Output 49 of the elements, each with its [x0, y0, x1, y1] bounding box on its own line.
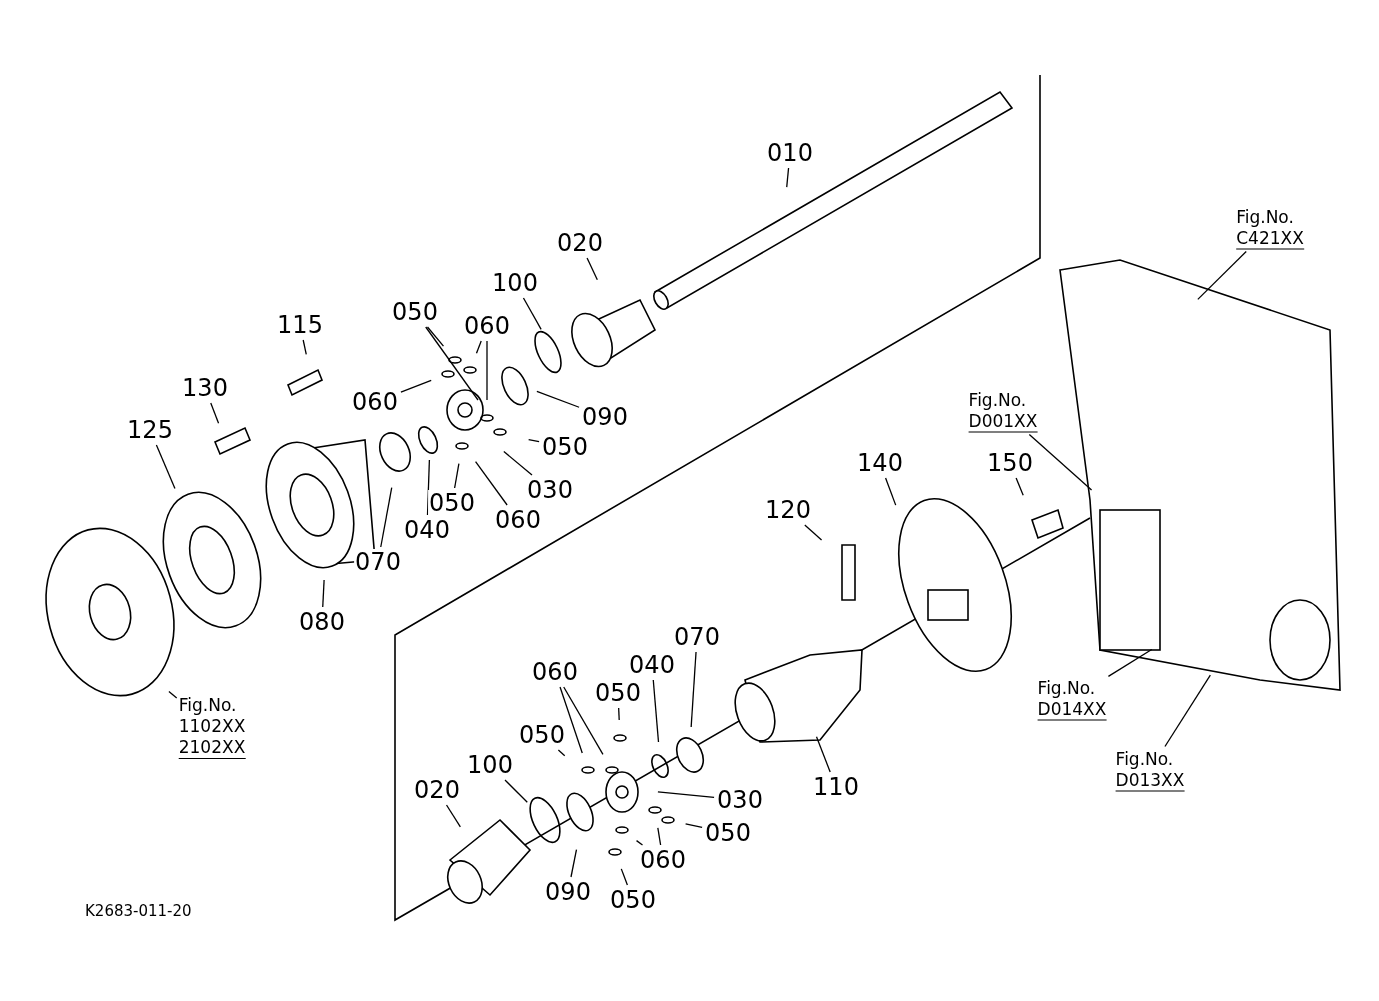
leader-line	[620, 868, 629, 886]
leader-line	[557, 749, 566, 757]
leader-line	[528, 438, 540, 443]
leader-line	[155, 444, 176, 490]
leader-line	[884, 477, 897, 506]
leader-line	[474, 460, 508, 506]
leader-line	[475, 340, 482, 354]
leader-line	[503, 450, 533, 476]
leader-line	[425, 326, 479, 401]
leader-line	[1197, 250, 1247, 300]
leader-line	[804, 524, 823, 541]
leader-line	[815, 736, 831, 773]
leader-line	[454, 463, 460, 489]
leader-line	[559, 686, 583, 754]
leader-line	[1164, 674, 1211, 748]
leader-line	[322, 579, 325, 608]
leader-line	[380, 487, 393, 548]
leader-line	[1028, 433, 1093, 491]
leader-line	[445, 804, 461, 828]
leader-line	[1107, 648, 1153, 678]
leader-line	[618, 707, 620, 721]
leader-line	[426, 326, 445, 347]
leader-line	[570, 849, 578, 878]
leader-line	[786, 167, 790, 188]
leader-line	[1015, 477, 1024, 496]
leader-line	[586, 257, 598, 281]
leader-line	[635, 840, 644, 846]
leader-line	[504, 779, 528, 803]
figure-reference: Fig.No. D013XX	[1115, 748, 1185, 792]
leader-line	[563, 686, 604, 756]
figure-reference: Fig.No. 1102XX 2102XX	[178, 695, 246, 759]
leader-line	[536, 390, 580, 408]
leader-line	[168, 690, 178, 699]
leader-line	[486, 340, 488, 401]
leader-line	[684, 823, 703, 829]
callout-number: 050	[428, 490, 476, 516]
leader-line	[210, 402, 220, 424]
leader-line	[426, 459, 431, 516]
leader-line	[400, 379, 432, 393]
drawing-number: K2683-011-20	[85, 902, 192, 920]
leader-line	[657, 791, 715, 799]
leader-line	[690, 651, 697, 728]
figure-reference: Fig.No. C421XX	[1236, 206, 1304, 250]
leader-line	[657, 827, 662, 846]
leader-line	[302, 339, 307, 356]
leader-line	[652, 679, 660, 743]
figure-reference: Fig.No. D001XX	[968, 389, 1038, 433]
leader-line	[522, 297, 542, 330]
figure-reference: Fig.No. D014XX	[1037, 677, 1107, 721]
